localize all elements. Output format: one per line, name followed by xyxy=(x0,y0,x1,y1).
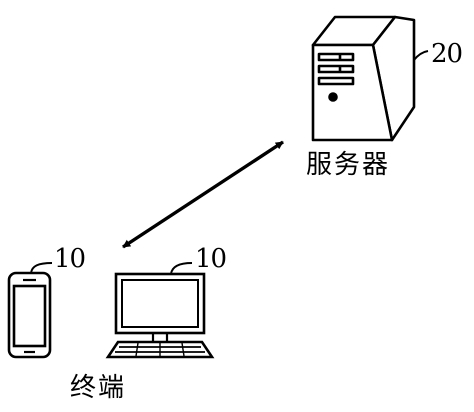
server-label: 服务器 xyxy=(306,150,391,180)
computer-icon xyxy=(105,262,215,359)
phone-icon xyxy=(7,262,53,359)
connection-arrow xyxy=(122,140,284,249)
computer-ref-number: 10 xyxy=(195,244,227,274)
phone-ref-number: 10 xyxy=(54,244,86,274)
server-icon xyxy=(311,15,429,142)
server-ref-number: 20 xyxy=(431,39,463,69)
terminal-label: 终端 xyxy=(70,373,127,403)
